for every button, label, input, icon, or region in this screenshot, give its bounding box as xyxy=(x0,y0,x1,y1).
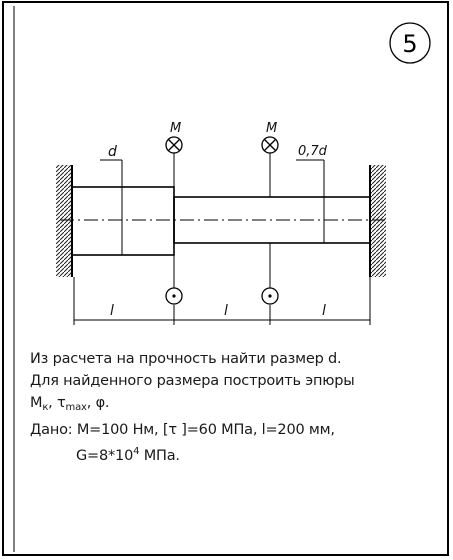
moment-right-out-of-page-symbol xyxy=(261,243,279,305)
torque-symbol: M xyxy=(30,395,43,411)
right-wall-support xyxy=(369,165,386,277)
shaft-thick-section xyxy=(71,186,175,256)
problem-number: 5 xyxy=(402,30,417,58)
phi-symbol: φ. xyxy=(95,395,110,411)
task-line-5: G=8*104 МПа. xyxy=(30,441,430,467)
shear-modulus-unit: МПа. xyxy=(143,448,180,464)
task-statement: Из расчета на прочность найти размер d. … xyxy=(30,348,430,467)
separator-2: , xyxy=(86,395,92,411)
length-2-label: l xyxy=(224,303,228,319)
separator-1: , xyxy=(48,395,53,411)
length-1-label: l xyxy=(110,303,114,319)
moment-left-into-page-symbol xyxy=(165,136,183,187)
moment-left-out-of-page-symbol xyxy=(165,255,183,305)
diameter-d-dimension xyxy=(100,159,123,255)
diameter-d-label: d xyxy=(108,144,117,160)
moment-right-into-page-symbol xyxy=(261,136,279,197)
torque-subscript: к xyxy=(42,402,49,413)
task-line-3: Mк, τmax, φ. xyxy=(30,392,430,419)
tau-symbol: τ xyxy=(57,395,66,411)
moment-right-label: M xyxy=(266,121,277,136)
task-line-2: Для найденного размера построить эпюры xyxy=(30,373,355,389)
diameter-07d-label: 0,7d xyxy=(298,144,328,159)
sheet-frame xyxy=(2,1,449,556)
tau-subscript: max xyxy=(65,402,87,413)
problem-number-circle xyxy=(389,22,431,64)
left-wall-support xyxy=(56,165,73,277)
task-line-1: Из расчета на прочность найти размер d. xyxy=(30,351,342,367)
shear-modulus-value: G=8*10 xyxy=(76,448,134,464)
diameter-07d-dimension xyxy=(296,159,325,243)
task-line-4: Дано: M=100 Нм, [τ ]=60 МПа, l=200 мм, xyxy=(30,422,335,438)
shear-modulus-exponent: 4 xyxy=(133,446,140,457)
moment-left-label: M xyxy=(170,121,181,136)
length-3-label: l xyxy=(322,303,326,319)
length-dimension-line xyxy=(73,277,371,325)
